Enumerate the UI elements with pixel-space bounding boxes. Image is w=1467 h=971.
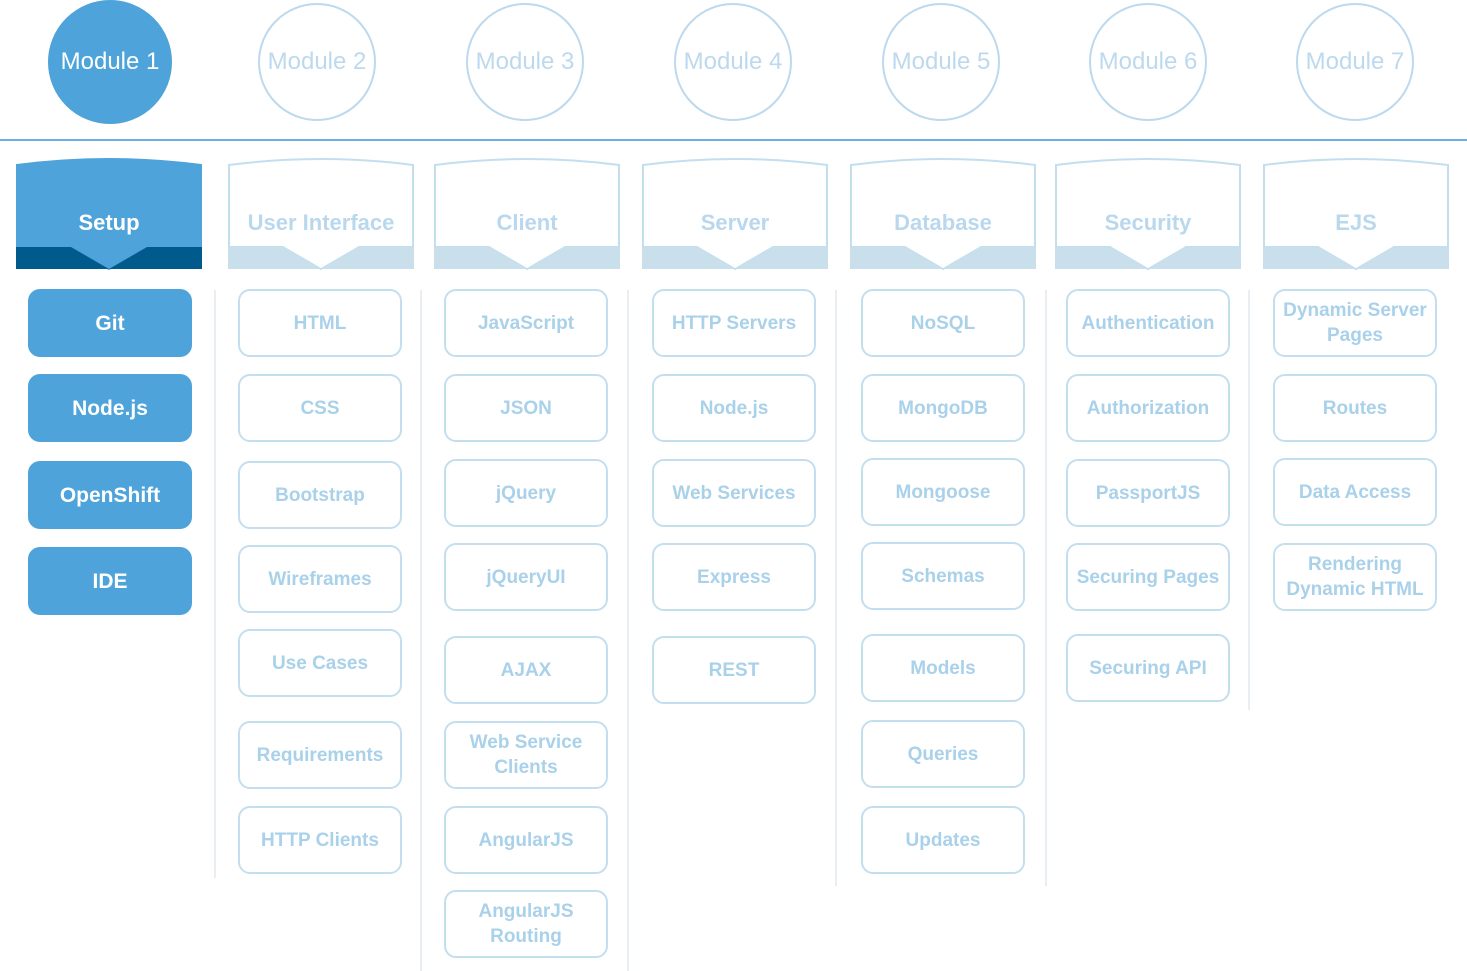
- section-header-shape: [434, 158, 620, 270]
- section-header-notch: [73, 247, 145, 268]
- column-separator: [835, 290, 837, 886]
- topic-security-authorization[interactable]: Authorization: [1066, 374, 1230, 442]
- module-7-circle[interactable]: Module 7: [1296, 3, 1414, 121]
- section-title: Server: [700, 210, 770, 235]
- section-header-notch: [1112, 247, 1184, 268]
- section-header-body: [642, 158, 828, 270]
- module-6-circle[interactable]: Module 6: [1089, 3, 1207, 121]
- section-header-client: Client: [434, 155, 620, 270]
- topic-client-javascript[interactable]: JavaScript: [444, 289, 608, 357]
- section-header-band: [16, 247, 202, 269]
- section-header-notch: [699, 247, 771, 268]
- column-separator: [1248, 290, 1250, 710]
- topic-client-jqueryui[interactable]: jQueryUI: [444, 543, 608, 611]
- topic-setup-git[interactable]: Git: [28, 289, 192, 357]
- section-title: Client: [496, 210, 558, 235]
- topic-user-interface-http-clients[interactable]: HTTP Clients: [238, 806, 402, 874]
- topic-database-nosql[interactable]: NoSQL: [861, 289, 1025, 357]
- section-header-notch: [907, 247, 979, 268]
- topic-user-interface-bootstrap[interactable]: Bootstrap: [238, 461, 402, 529]
- section-header-band: [434, 247, 620, 269]
- topic-server-node-js[interactable]: Node.js: [652, 374, 816, 442]
- section-header-ejs: EJS: [1263, 155, 1449, 270]
- topic-user-interface-wireframes[interactable]: Wireframes: [238, 545, 402, 613]
- section-header-body: [434, 158, 620, 270]
- topic-user-interface-css[interactable]: CSS: [238, 374, 402, 442]
- module-3-circle[interactable]: Module 3: [466, 3, 584, 121]
- topic-database-updates[interactable]: Updates: [861, 806, 1025, 874]
- topic-security-securing-pages[interactable]: Securing Pages: [1066, 543, 1230, 611]
- section-header-database: Database: [850, 155, 1036, 270]
- module-5-circle[interactable]: Module 5: [882, 3, 1000, 121]
- section-title: Security: [1104, 210, 1192, 235]
- topic-client-jquery[interactable]: jQuery: [444, 459, 608, 527]
- section-header-shape: [850, 158, 1036, 270]
- topic-database-schemas[interactable]: Schemas: [861, 542, 1025, 610]
- column-separator: [627, 290, 629, 971]
- section-header-band: [1263, 247, 1449, 269]
- topic-setup-openshift[interactable]: OpenShift: [28, 461, 192, 529]
- section-header-shape: [1263, 158, 1449, 270]
- topic-client-web-service-clients[interactable]: Web Service Clients: [444, 721, 608, 789]
- section-header-band: [642, 247, 828, 269]
- topic-server-express[interactable]: Express: [652, 543, 816, 611]
- topic-user-interface-requirements[interactable]: Requirements: [238, 721, 402, 789]
- header-divider: [0, 139, 1467, 141]
- topic-server-http-servers[interactable]: HTTP Servers: [652, 289, 816, 357]
- section-header-user-interface: User Interface: [228, 155, 414, 270]
- topic-client-angularjs[interactable]: AngularJS: [444, 806, 608, 874]
- module-4-circle[interactable]: Module 4: [674, 3, 792, 121]
- topic-ejs-routes[interactable]: Routes: [1273, 374, 1437, 442]
- column-separator: [420, 290, 422, 971]
- section-header-notch: [285, 247, 357, 268]
- topic-server-web-services[interactable]: Web Services: [652, 459, 816, 527]
- topic-client-json[interactable]: JSON: [444, 374, 608, 442]
- topic-user-interface-html[interactable]: HTML: [238, 289, 402, 357]
- topic-setup-ide[interactable]: IDE: [28, 547, 192, 615]
- section-header-security: Security: [1055, 155, 1241, 270]
- section-header-band: [850, 247, 1036, 269]
- topic-ejs-data-access[interactable]: Data Access: [1273, 458, 1437, 526]
- topic-database-models[interactable]: Models: [861, 634, 1025, 702]
- section-header-server: Server: [642, 155, 828, 270]
- topic-database-mongoose[interactable]: Mongoose: [861, 458, 1025, 526]
- topic-security-securing-api[interactable]: Securing API: [1066, 634, 1230, 702]
- topic-client-ajax[interactable]: AJAX: [444, 636, 608, 704]
- section-header-band: [1055, 247, 1241, 269]
- topic-user-interface-use-cases[interactable]: Use Cases: [238, 629, 402, 697]
- section-header-shape: [642, 158, 828, 270]
- column-separator: [1045, 290, 1047, 886]
- section-title: Setup: [78, 210, 140, 235]
- topic-setup-node-js[interactable]: Node.js: [28, 374, 192, 442]
- topic-ejs-dynamic-server-pages[interactable]: Dynamic Server Pages: [1273, 289, 1437, 357]
- section-header-shape: [228, 158, 414, 270]
- section-title: Database: [894, 210, 992, 235]
- section-header-body: [850, 158, 1036, 270]
- column-separator: [214, 290, 216, 878]
- section-header-band: [228, 247, 414, 269]
- section-header-body: [16, 158, 202, 270]
- topic-ejs-rendering-dynamic-html[interactable]: Rendering Dynamic HTML: [1273, 543, 1437, 611]
- section-title: EJS: [1335, 210, 1377, 235]
- topic-security-passportjs[interactable]: PassportJS: [1066, 459, 1230, 527]
- section-header-notch: [491, 247, 563, 268]
- module-1-circle[interactable]: Module 1: [48, 0, 172, 124]
- module-2-circle[interactable]: Module 2: [258, 3, 376, 121]
- topic-server-rest[interactable]: REST: [652, 636, 816, 704]
- topic-database-queries[interactable]: Queries: [861, 720, 1025, 788]
- topic-database-mongodb[interactable]: MongoDB: [861, 374, 1025, 442]
- section-header-shape: [1055, 158, 1241, 270]
- section-header-notch: [1320, 247, 1392, 268]
- topic-client-angularjs-routing[interactable]: AngularJS Routing: [444, 890, 608, 958]
- section-header-shape: [16, 158, 202, 270]
- section-header-setup: Setup: [16, 155, 202, 270]
- section-title: User Interface: [247, 210, 395, 235]
- topic-security-authentication[interactable]: Authentication: [1066, 289, 1230, 357]
